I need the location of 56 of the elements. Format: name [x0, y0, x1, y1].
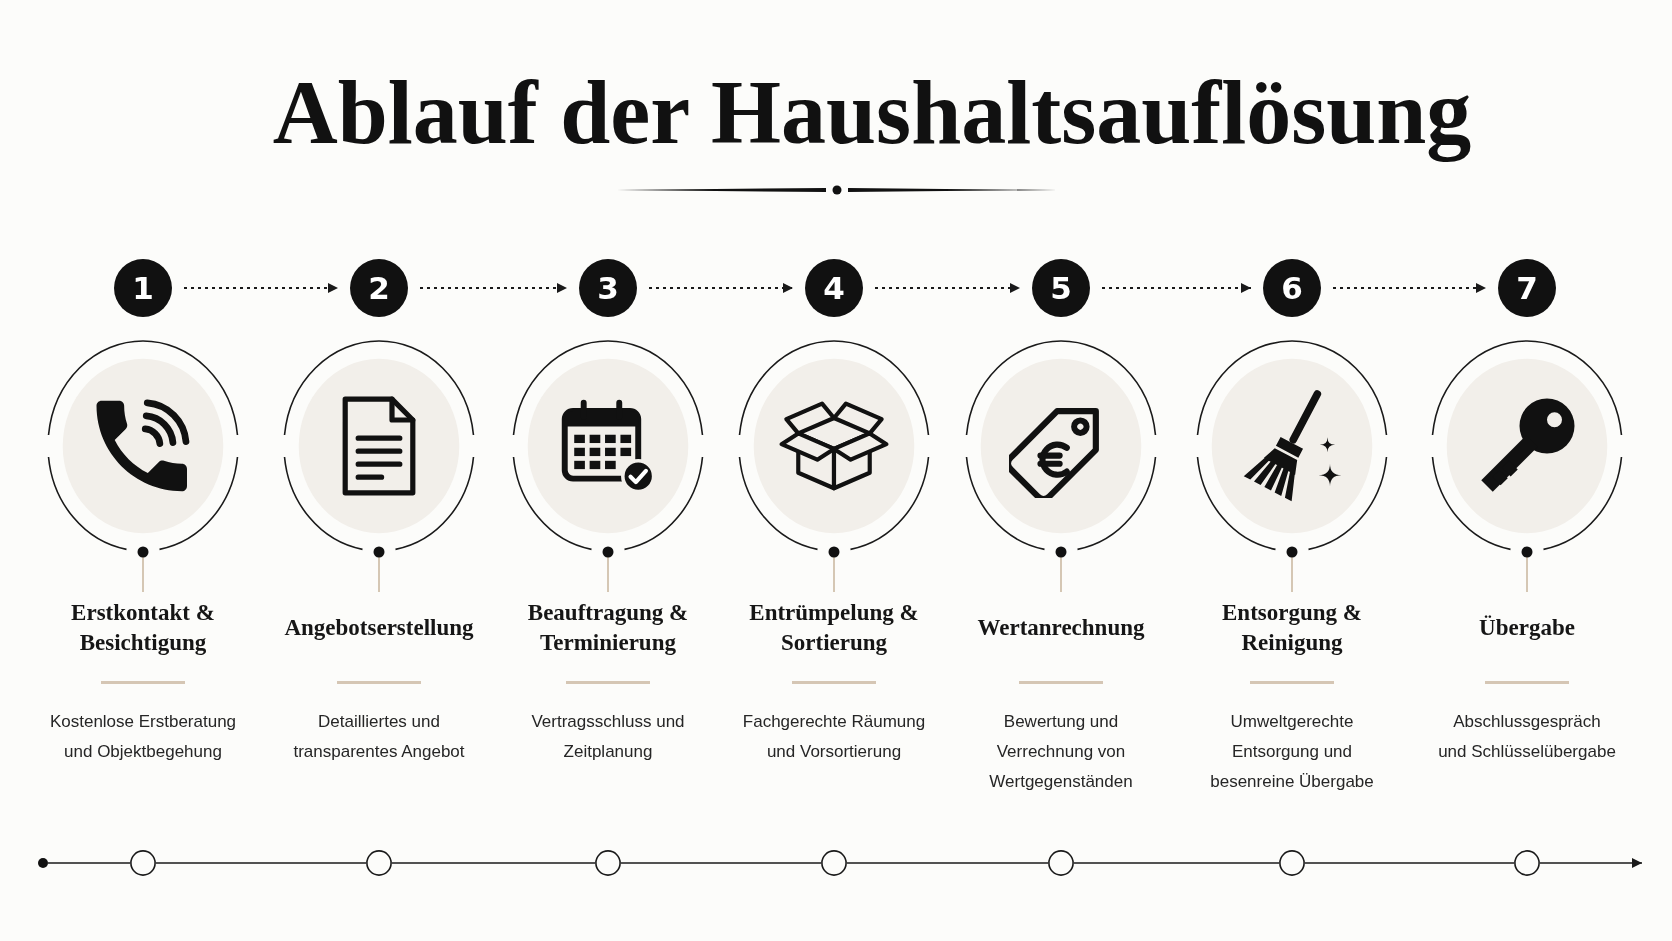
dot-connector-line	[828, 546, 840, 593]
step-heading: Entrümpelung & Sortierung	[748, 599, 920, 657]
icon-circle	[283, 340, 475, 552]
timeline-circle	[1279, 850, 1305, 876]
step-description: Fachgerechte Räumung und Vorsortierung	[742, 711, 926, 763]
timeline-start-dot	[38, 858, 48, 868]
dot-connector-line	[1055, 546, 1067, 593]
step-number-badge: 3	[579, 259, 637, 317]
step-description: Bewertung und Verrechnung von Wertgegenständen	[988, 711, 1134, 793]
dot-connector-line	[373, 546, 385, 593]
timeline-circle	[1514, 850, 1540, 876]
step-description: Kostenlose Erstberatung und Objektbegehung	[49, 711, 237, 763]
connector-line	[391, 862, 596, 864]
step-number-badge: 6	[1263, 259, 1321, 317]
step-heading: Übergabe	[1478, 614, 1576, 642]
step-description: Umweltgerechte Entsorgung und besenreine Übergabe	[1209, 711, 1375, 793]
dot-connector-line	[1286, 546, 1298, 593]
dotted-arrow	[1332, 283, 1487, 293]
connector-line	[155, 862, 367, 864]
icon-circle	[965, 340, 1157, 552]
icon-circle	[1431, 340, 1623, 552]
connector-line	[1073, 862, 1280, 864]
step-heading: Angebotserstellung	[283, 614, 475, 642]
timeline-circle	[130, 850, 156, 876]
arrow	[1539, 858, 1643, 868]
timeline-circle	[1048, 850, 1074, 876]
dotted-arrow	[419, 283, 568, 293]
icon-circle	[512, 340, 704, 552]
timeline-circle	[595, 850, 621, 876]
step-number-badge: 1	[114, 259, 172, 317]
step-number-badge: 5	[1032, 259, 1090, 317]
step-number-badge: 4	[805, 259, 863, 317]
connector-line	[47, 862, 131, 864]
dotted-arrow	[648, 283, 794, 293]
step-description: Vertragsschluss und Zeitplanung	[530, 711, 686, 763]
dotted-arrow	[1101, 283, 1252, 293]
step-description: Abschlussgespräch und Schlüsselübergabe	[1437, 711, 1617, 763]
icon-circle	[738, 340, 930, 552]
icon-circle	[47, 340, 239, 552]
step-number-badge: 2	[350, 259, 408, 317]
dotted-arrow	[183, 283, 339, 293]
timeline-circle	[821, 850, 847, 876]
dotted-arrow	[874, 283, 1021, 293]
dot-connector-line	[1521, 546, 1533, 593]
connector-line	[620, 862, 822, 864]
step-number-badge: 7	[1498, 259, 1556, 317]
timeline-circle	[366, 850, 392, 876]
connector-line	[846, 862, 1049, 864]
step-description: Detailliertes und transparentes Angebot	[292, 711, 466, 763]
step-heading: Erstkontakt & Besichtigung	[70, 599, 216, 657]
step-heading: Entsorgung & Reinigung	[1221, 599, 1363, 657]
step-heading: Beauftragung & Terminierung	[527, 599, 689, 657]
dot-connector-line	[137, 546, 149, 593]
step-heading: Wertanrechnung	[977, 614, 1145, 642]
connector-line	[1304, 862, 1515, 864]
dot-connector-line	[602, 546, 614, 593]
